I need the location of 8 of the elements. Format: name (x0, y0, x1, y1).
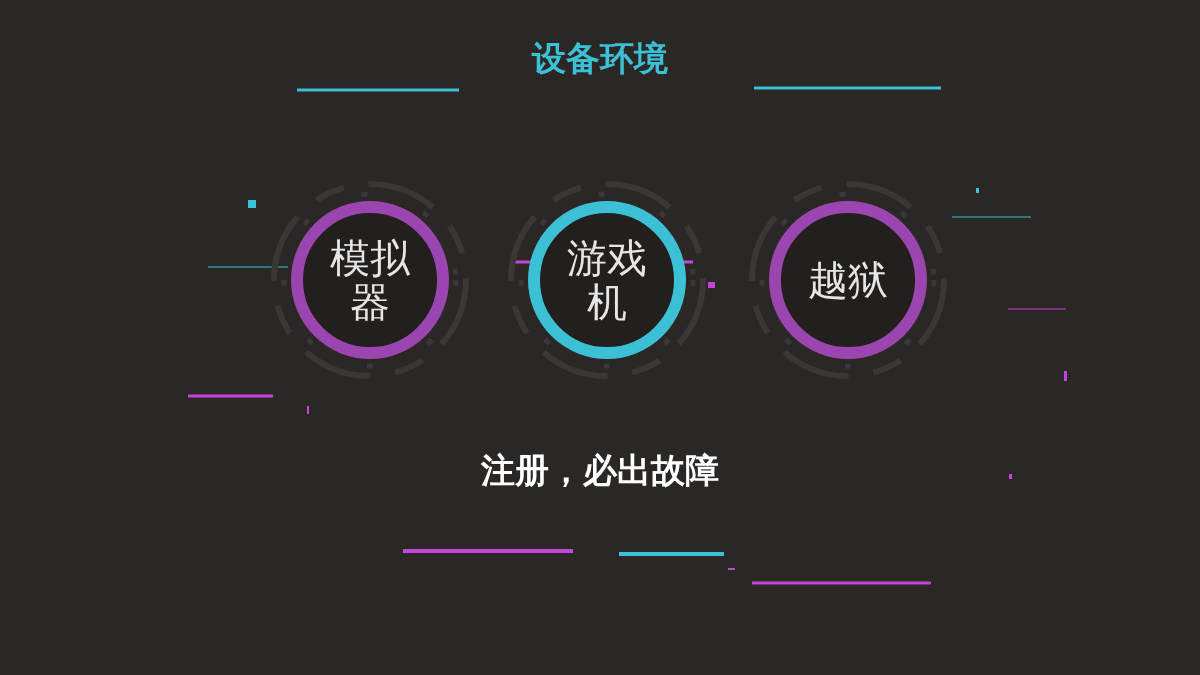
circle-label: 越狱 (808, 258, 888, 302)
subtitle: 注册，必出故障 (481, 450, 719, 490)
ring-circle (769, 201, 927, 359)
circle-label: 模拟器 (329, 236, 411, 324)
ring-circle (528, 201, 686, 359)
ring-circle (291, 201, 449, 359)
circle-label: 游戏机 (566, 236, 648, 324)
title: 设备环境 (532, 38, 668, 78)
